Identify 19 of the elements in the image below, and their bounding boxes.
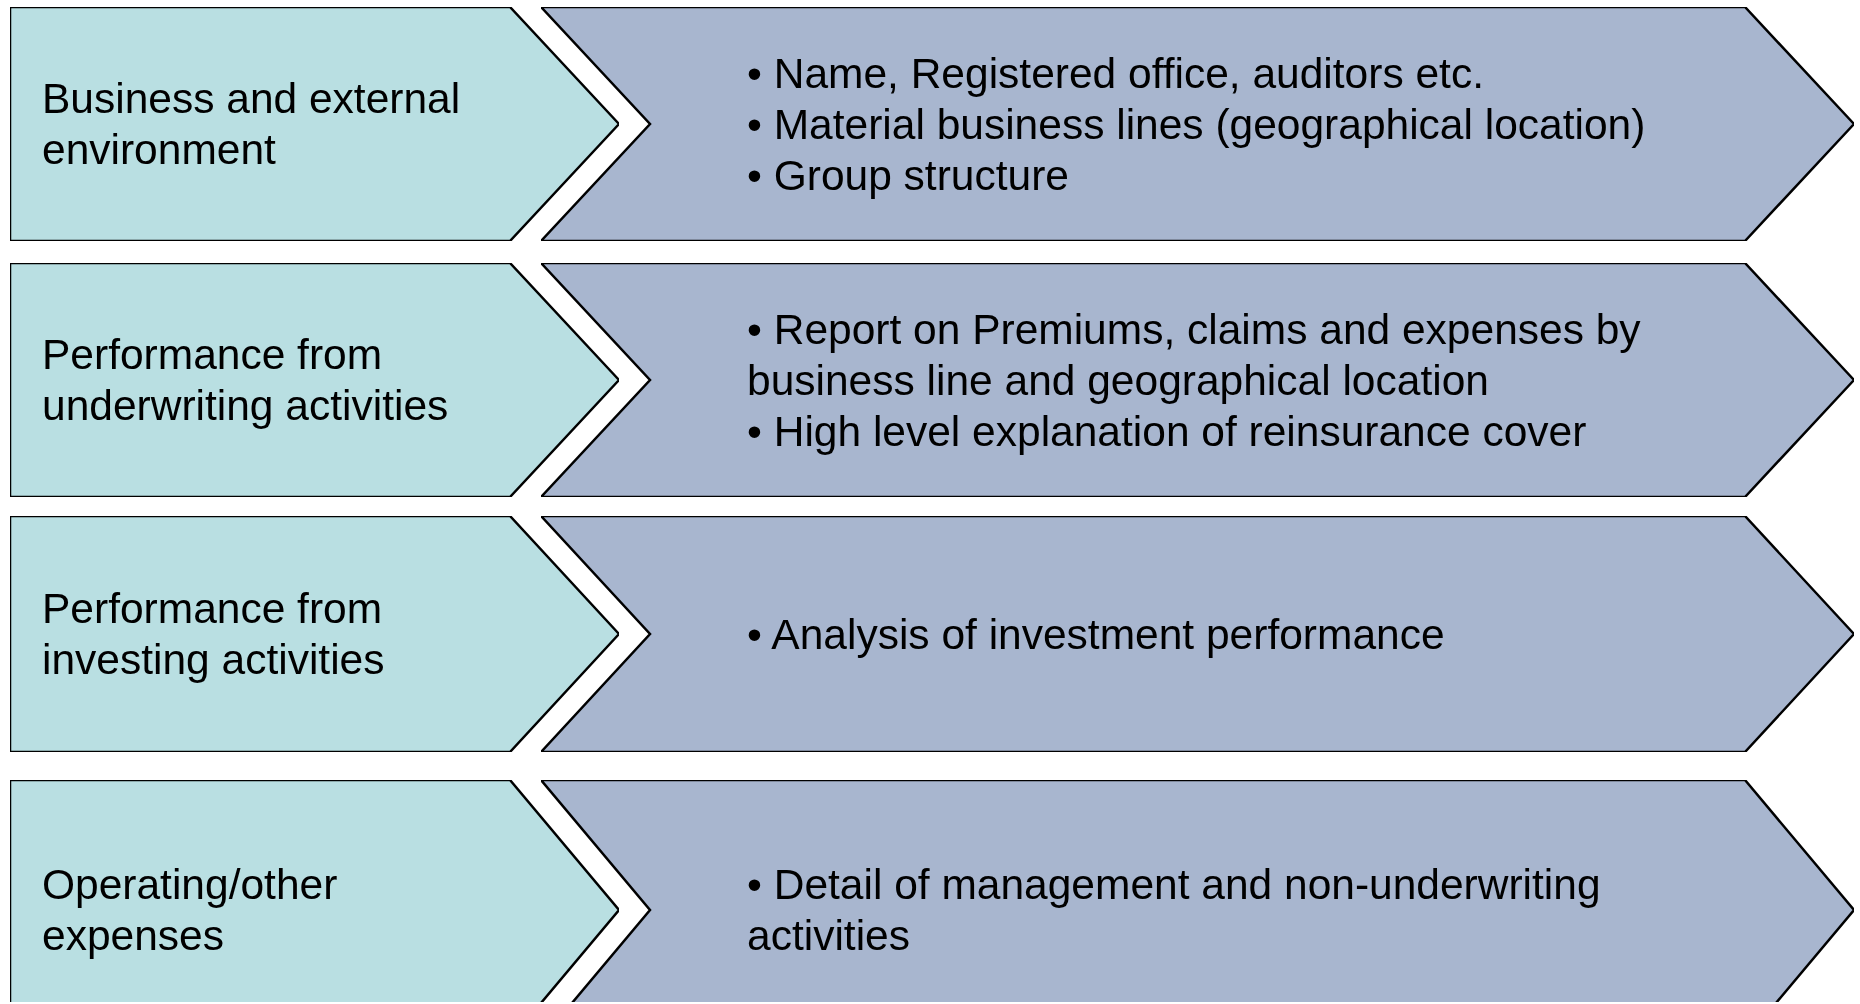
chevron-box: [541, 7, 1854, 241]
row-heading: Operating/other expenses: [42, 860, 339, 961]
chevron-box: [541, 263, 1854, 497]
chevron-box: [541, 780, 1854, 1002]
bullet-item: • Group structure: [747, 150, 1070, 201]
row-heading: Business and external environment: [42, 74, 462, 175]
pentagon-box: [10, 7, 619, 241]
chevron-box: [541, 516, 1854, 752]
bullet-item: • Material business lines (geographical location): [747, 99, 1647, 150]
bullet-item: • Name, Registered office, auditors etc.: [747, 48, 1485, 99]
pentagon-box: [10, 516, 619, 752]
row-heading: Performance from underwriting activities: [42, 330, 450, 431]
bullet-item: • Detail of management and non-underwriting activities: [747, 860, 1602, 961]
row-heading: Performance from investing activities: [42, 584, 386, 685]
bullet-item: • Report on Premiums, claims and expenses by business line and geographical location: [747, 304, 1642, 406]
bullet-item: • High level explanation of reinsurance cover: [747, 406, 1588, 457]
bullet-item: • Analysis of investment performance: [747, 609, 1446, 660]
pentagon-box: [10, 263, 619, 497]
pentagon-box: [10, 780, 619, 1002]
